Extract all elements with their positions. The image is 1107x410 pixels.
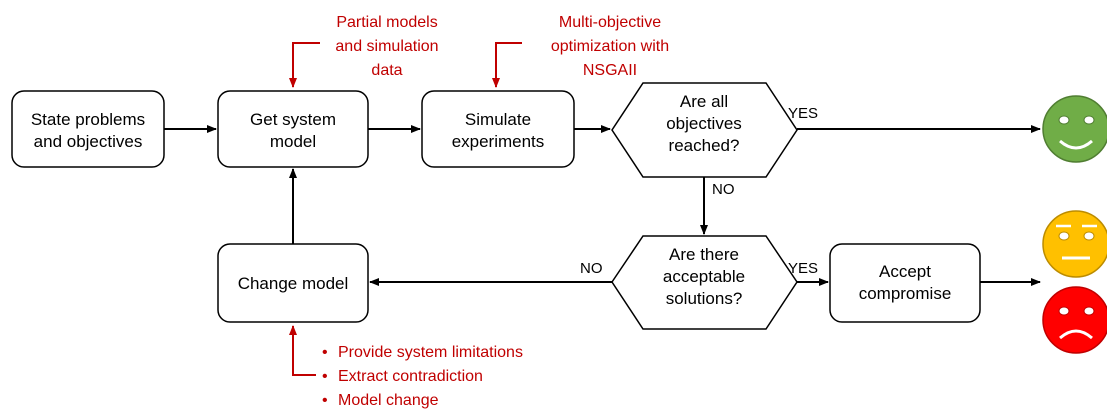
node-get-system-model: Get system model [217,90,369,168]
node-accept-line-2: compromise [859,284,952,303]
annotation-partial-models: Partial models and simulation data [289,14,439,88]
annotation-optimization-line-3: NSGAII [583,62,637,79]
annotation-partial-line-3: data [371,62,402,79]
annotation-change-bullets: • Provide system limitations • Extract c… [289,325,523,409]
node-simulate-line-2: experiments [452,132,545,151]
node-state-problems-line-2: and objectives [34,132,143,151]
decision-acceptable-line-1: Are there [669,245,739,264]
decision-acceptable-line-3: solutions? [666,289,743,308]
bullet-icon: • [322,344,328,361]
node-change-model-line-1: Change model [238,274,349,293]
annotation-partial-line-2: and simulation [335,38,438,55]
decision-objectives-line-3: reached? [669,136,740,155]
node-get-system-model-line-1: Get system [250,110,336,129]
node-accept-compromise: Accept compromise [829,243,981,323]
decision-acceptable-line-2: acceptable [663,267,745,286]
neutral-face-icon [1042,210,1107,278]
node-state-problems-line-1: State problems [31,110,145,129]
annotation-optimization: Multi-objective optimization with NSGAII [492,14,669,88]
sad-face-icon [1042,286,1107,354]
edge-label-no-down: NO [712,181,735,198]
annotation-bullet-2: Extract contradiction [338,368,483,385]
annotation-bullet-1: Provide system limitations [338,344,523,361]
node-state-problems: State problems and objectives [11,90,165,168]
decision-acceptable-solutions: Are there acceptable solutions? [611,235,798,330]
decision-objectives-reached: Are all objectives reached? [611,82,798,178]
decision-objectives-line-2: objectives [666,114,742,133]
bullet-icon: • [322,392,328,409]
node-get-system-model-line-2: model [270,132,316,151]
edge-label-yes-right: YES [788,260,818,277]
node-simulate-line-1: Simulate [465,110,531,129]
annotation-bullet-3: Model change [338,392,439,409]
annotation-optimization-line-2: optimization with [551,38,669,55]
happy-face-icon [1042,95,1107,163]
annotation-optimization-line-1: Multi-objective [559,14,661,31]
node-accept-line-1: Accept [879,262,931,281]
decision-objectives-line-1: Are all [680,92,728,111]
edge-label-no-left: NO [580,260,603,277]
bullet-icon: • [322,368,328,385]
node-simulate-experiments: Simulate experiments [421,90,575,168]
annotation-partial-line-1: Partial models [336,14,437,31]
node-change-model: Change model [217,243,369,323]
edge-label-yes-top: YES [788,105,818,122]
